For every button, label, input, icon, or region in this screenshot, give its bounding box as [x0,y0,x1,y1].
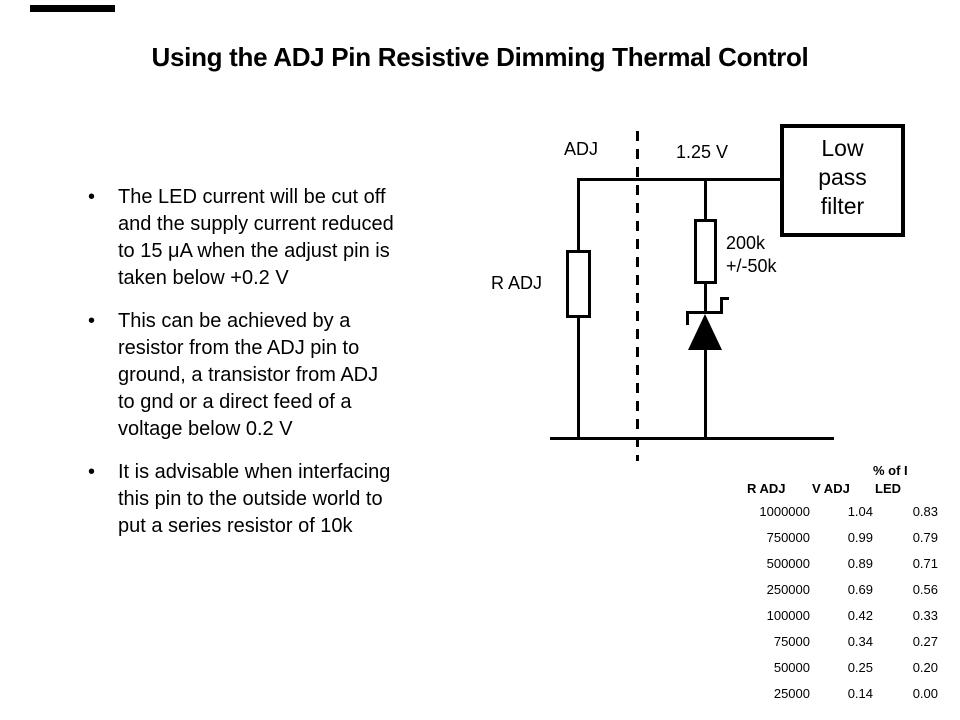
resistor-tolerance-label: +/-50k [726,256,777,276]
bullet-marker: • [88,461,96,483]
table-header-pct-line2: LED [875,481,901,496]
r-adj-resistor [566,250,591,318]
wire-adj-leg-upper [577,178,580,253]
table-cell: 25000 [773,686,810,701]
voltage-label: 1.25 V [676,142,729,162]
table-row: 75000 0.34 0.27 [600,633,938,650]
table-cell: 0.20 [912,660,938,675]
wire-top [578,178,782,181]
table-row: 50000 0.25 0.20 [600,659,938,676]
zener-cathode-right-bend [720,297,723,314]
wire-adj-leg-lower [577,315,580,440]
table-row: 25000 0.14 0.00 [600,685,938,702]
zener-cathode-bar [686,311,723,314]
table-cell: 0.00 [912,686,938,701]
table-cell: 500000 [766,556,810,571]
table-cell: 50000 [773,660,810,675]
ground-rail [550,437,834,440]
table-rows: 1000000 1.04 0.83 750000 0.99 0.79 500000 0.89 0… [600,0,938,720]
table-cell: 0.42 [847,608,873,623]
table-row: 100000 0.42 0.33 [600,607,938,624]
table-header-r-adj: R ADJ [747,481,786,496]
bullet-marker: • [88,186,96,208]
table-row: 500000 0.89 0.71 [600,555,938,572]
adj-pin-label: ADJ [564,139,599,159]
wire-feedback-leg-upper [704,178,707,222]
table-header-v-adj: V ADJ [812,481,850,496]
table-cell: 0.25 [847,660,873,675]
zener-cathode-left-bend [686,311,689,325]
table-cell: 0.27 [912,634,938,649]
table-cell: 0.33 [912,608,938,623]
table-cell: 0.83 [912,504,938,519]
slide-edge-mark [30,5,115,12]
table-header-pct-line1: % of I [873,463,908,478]
table-row: 250000 0.69 0.56 [600,581,938,598]
table-cell: 0.99 [847,530,873,545]
table-cell: 0.34 [847,634,873,649]
wire-diode-leg-lower [704,348,707,440]
wire-resistor-to-diode [704,282,707,313]
dashed-boundary-line [636,131,639,461]
table-cell: 1.04 [847,504,873,519]
table-cell: 0.69 [847,582,873,597]
r-adj-label: R ADJ [491,273,543,293]
table-cell: 0.79 [912,530,938,545]
table-cell: 250000 [766,582,810,597]
table-cell: 1000000 [759,504,810,519]
table-cell: 0.14 [847,686,873,701]
resistor-value-label: 200k [726,233,766,253]
table-cell: 0.71 [912,556,938,571]
table-cell: 75000 [773,634,810,649]
table-cell: 0.56 [912,582,938,597]
zener-anode-triangle [688,314,722,350]
table-cell: 750000 [766,530,810,545]
table-row: 750000 0.99 0.79 [600,529,938,546]
table-row: 1000000 1.04 0.83 [600,503,938,520]
table-cell: 0.89 [847,556,873,571]
slide-title: Using the ADJ Pin Resistive Dimming Ther… [151,42,809,72]
bullet-marker: • [88,310,96,332]
zener-cathode-right-tick [720,297,729,300]
table-cell: 100000 [766,608,810,623]
